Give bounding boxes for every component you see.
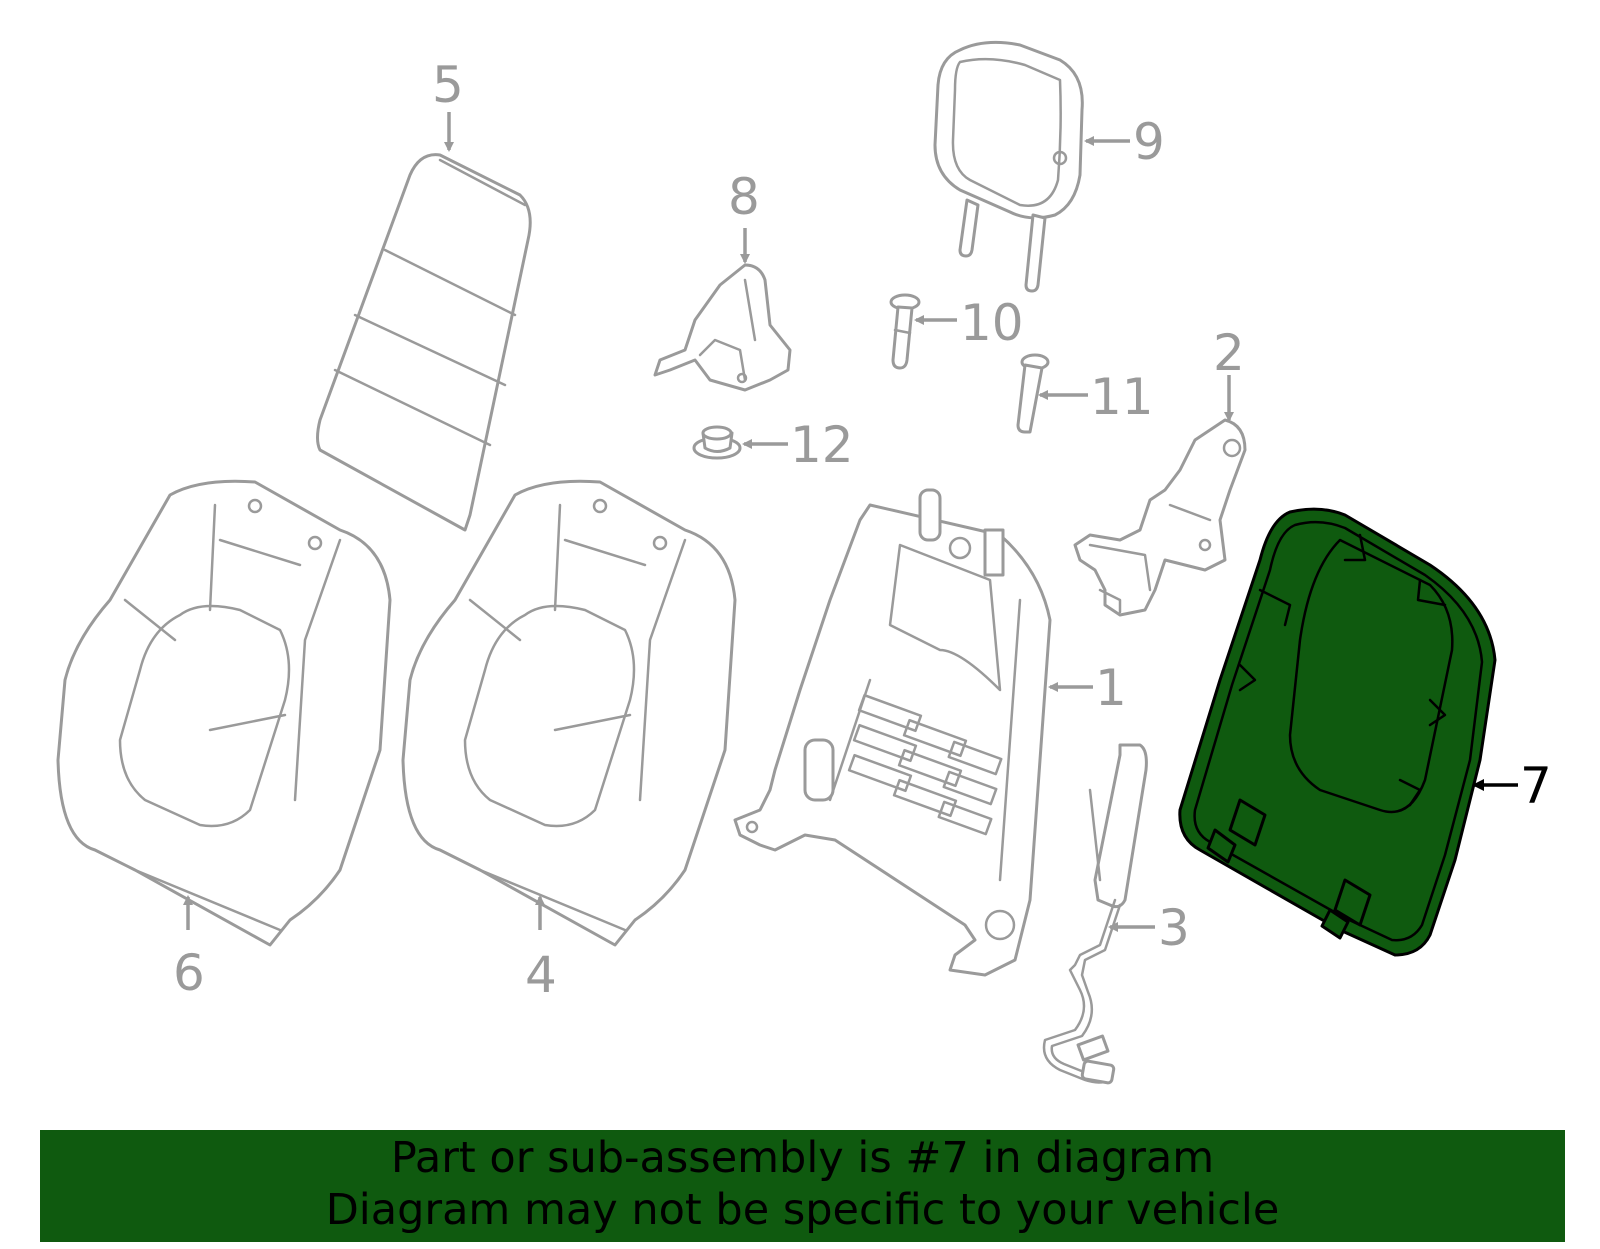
info-banner: Part or sub-assembly is #7 in diagram Di…: [40, 1130, 1565, 1242]
callout-11: 11: [1090, 368, 1154, 426]
callout-12: 12: [790, 416, 854, 474]
part-8-bracket: [653, 263, 792, 392]
part-4-cover-middle: [401, 479, 737, 947]
part-3-airbag: [1042, 743, 1148, 1085]
banner-line-1: Part or sub-assembly is #7 in diagram: [390, 1133, 1215, 1183]
callout-8: 8: [728, 168, 760, 226]
callout-9: 9: [1133, 113, 1165, 171]
banner-line-2: Diagram may not be specific to your vehi…: [325, 1185, 1280, 1235]
callout-6: 6: [173, 944, 205, 1002]
part-9-headrest: [933, 40, 1084, 293]
callout-arrows: [183, 112, 1518, 932]
callout-4: 4: [525, 946, 557, 1004]
part-7-back-panel-highlighted: [1178, 507, 1497, 957]
part-12-grommet: [692, 425, 742, 460]
callout-1: 1: [1095, 659, 1127, 717]
part-1-frame: [733, 488, 1052, 977]
callout-2: 2: [1213, 324, 1245, 382]
part-2-recliner: [1073, 418, 1247, 617]
part-6-cover-left: [56, 479, 392, 947]
callout-5: 5: [432, 56, 464, 114]
part-5-back-panel: [316, 153, 532, 532]
callout-labels: 5 8 9 10 11 12 2 1 3 6 4 7: [173, 56, 1552, 1004]
callout-7: 7: [1520, 757, 1552, 815]
callout-3: 3: [1158, 899, 1190, 957]
callout-10: 10: [960, 294, 1024, 352]
part-10-bolt: [889, 293, 921, 370]
part-11-pin: [1016, 353, 1050, 434]
